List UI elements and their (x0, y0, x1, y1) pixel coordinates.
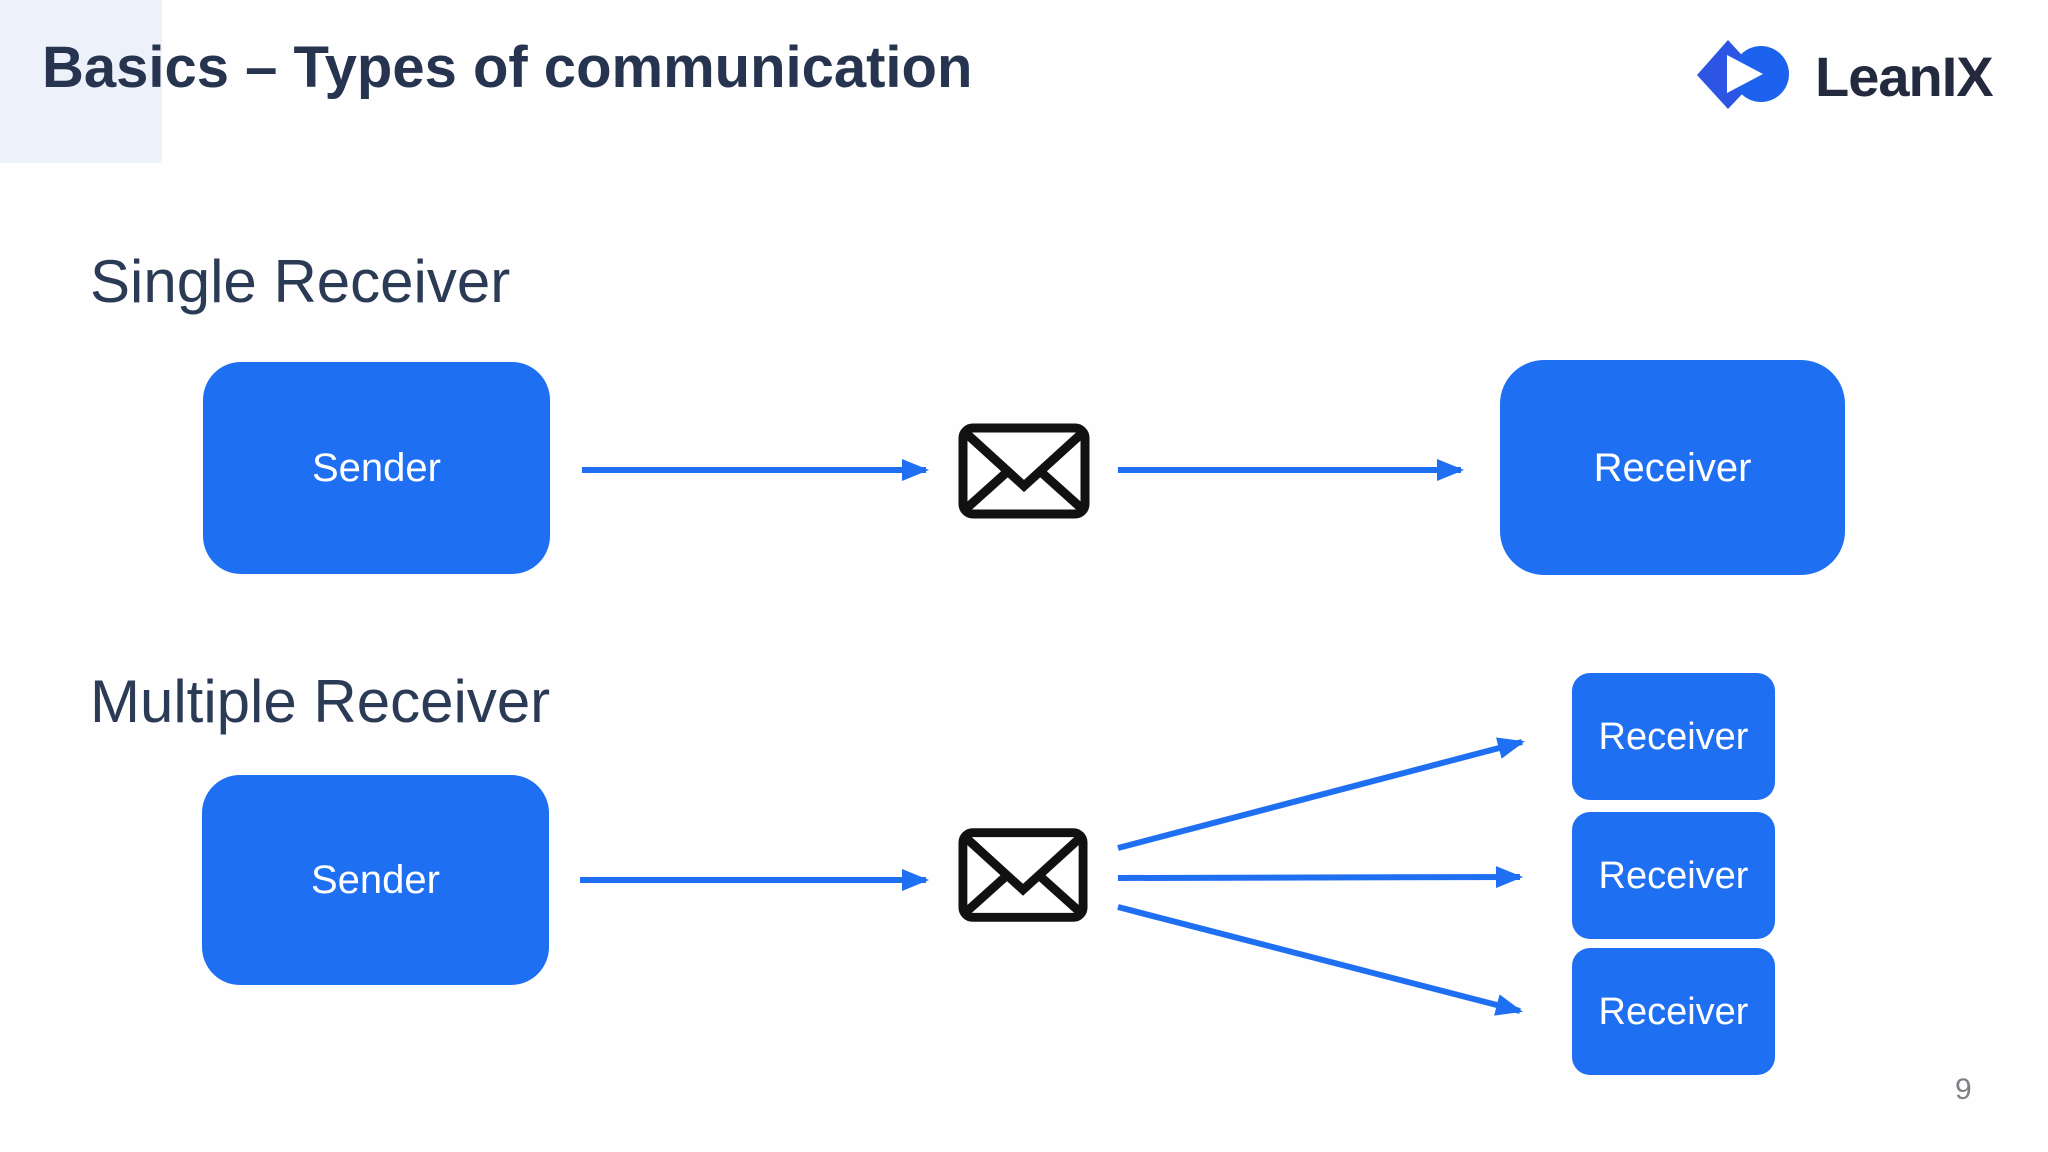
heading-single-receiver: Single Receiver (90, 248, 511, 315)
page-number: 9 (1955, 1073, 1972, 1106)
leanix-logo-text: LeanIX (1815, 45, 1994, 108)
receiver-box: Receiver (1572, 812, 1775, 939)
sender-box: Sender (203, 362, 550, 574)
leanix-logo-icon (1697, 38, 1789, 115)
sender-label: Sender (311, 858, 440, 902)
sender-label: Sender (312, 446, 441, 490)
receiver-box: Receiver (1572, 948, 1775, 1075)
arrow-envelope-to-receiver-top (1117, 737, 1525, 851)
heading-multiple-receiver: Multiple Receiver (90, 668, 551, 735)
receiver-label: Receiver (1593, 445, 1752, 490)
arrow-envelope-to-receiver-middle (1117, 866, 1523, 889)
sender-box: Sender (202, 775, 549, 985)
receiver-box: Receiver (1500, 360, 1845, 575)
leanix-logo: LeanIX (1697, 38, 1994, 115)
receiver-box: Receiver (1572, 673, 1775, 800)
receiver-label: Receiver (1598, 854, 1749, 897)
arrow-envelope-to-receiver-bottom (1117, 904, 1523, 1016)
envelope-icon (958, 826, 1088, 924)
receiver-label: Receiver (1598, 990, 1749, 1033)
page-title: Basics – Types of communication (42, 35, 973, 100)
receiver-label: Receiver (1598, 715, 1749, 758)
envelope-icon (958, 423, 1090, 519)
corner-accent-rect (0, 0, 162, 163)
